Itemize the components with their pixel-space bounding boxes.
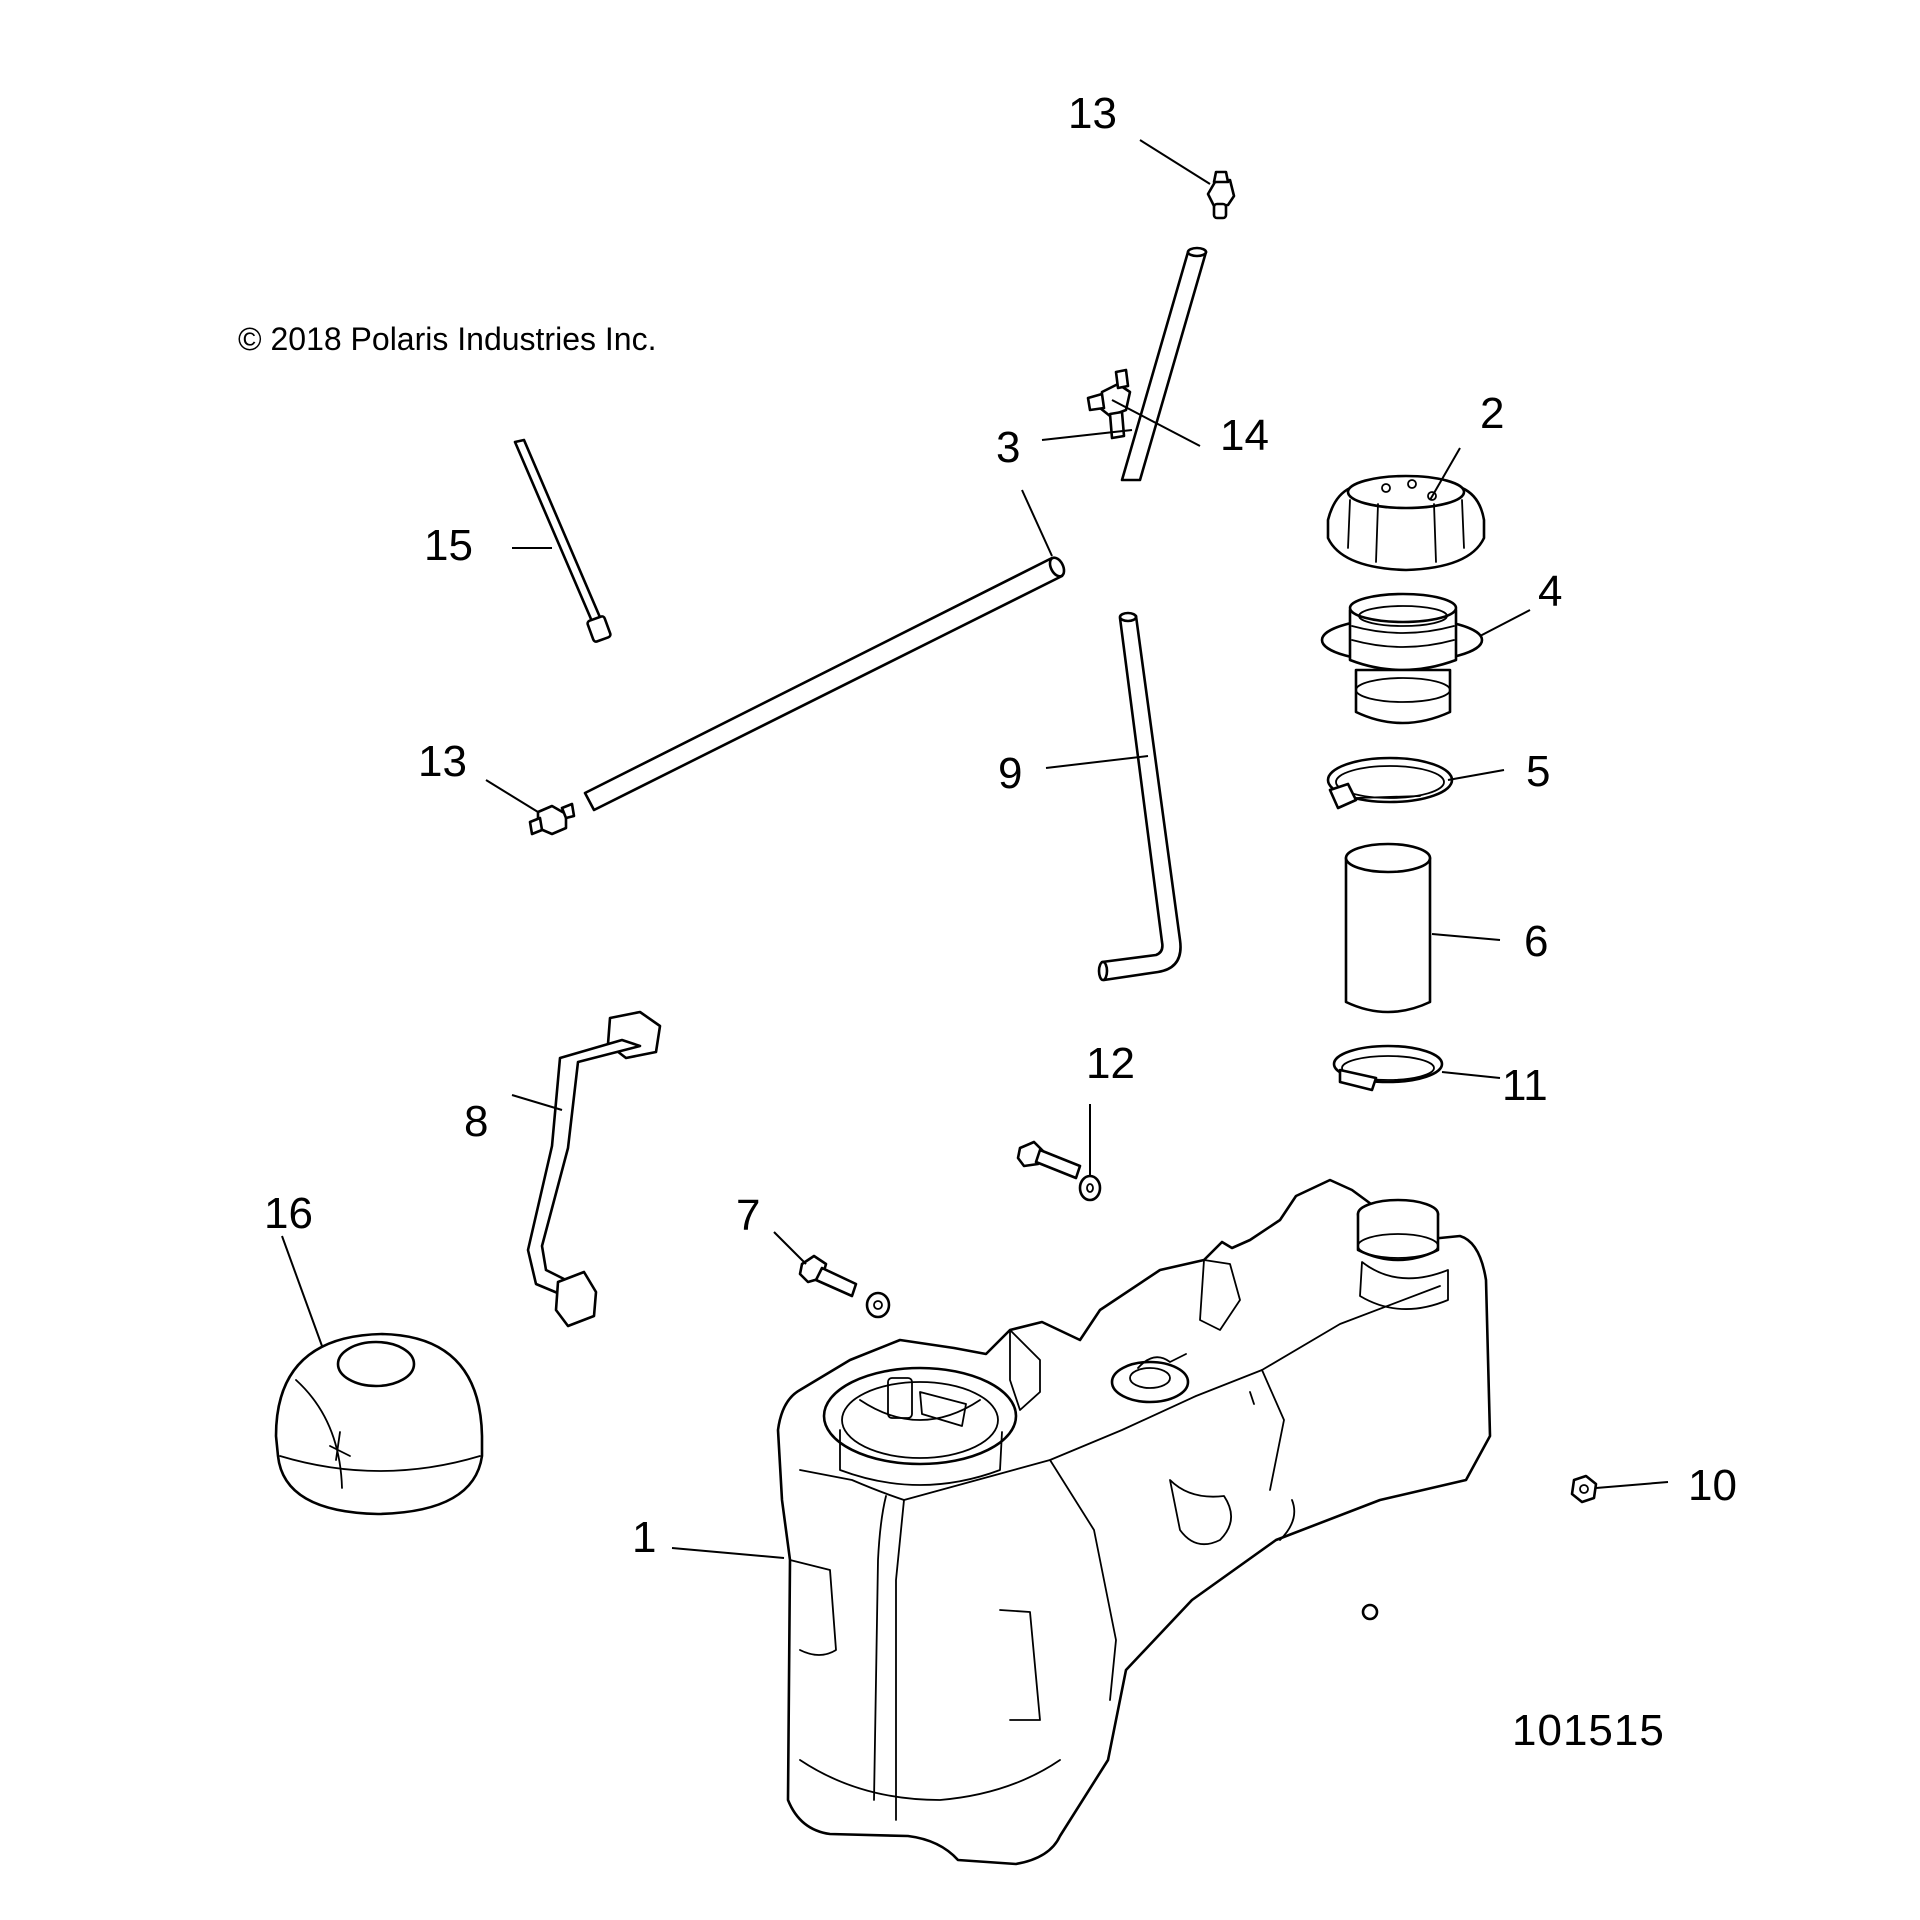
part-3-vent-hose-upper — [1120, 246, 1208, 482]
part-3-vent-hose-long — [583, 556, 1066, 812]
callout-9: 9 — [998, 749, 1022, 798]
part-4-filler-neck — [1320, 592, 1484, 725]
callout-14: 14 — [1220, 411, 1269, 460]
callout-10: 10 — [1688, 1461, 1737, 1510]
part-8-fuel-line — [526, 1010, 662, 1328]
callout-8: 8 — [464, 1097, 488, 1146]
callout-5: 5 — [1526, 747, 1550, 796]
part-2-fuel-cap — [1326, 474, 1486, 572]
part-9-vent-hose-elbow — [1097, 611, 1182, 982]
callout-2: 2 — [1480, 389, 1504, 438]
part-13-vent-fitting-left — [528, 802, 576, 836]
part-5-hose-clamp — [1326, 756, 1454, 810]
callout-13-top: 13 — [1068, 89, 1117, 138]
part-16-dome-cover — [274, 1332, 484, 1516]
callout-16: 16 — [264, 1189, 313, 1238]
part-1-fuel-tank — [776, 1178, 1492, 1866]
leader-lines — [281, 139, 1669, 1559]
callout-6: 6 — [1524, 917, 1548, 966]
part-6-filler-hose — [1344, 842, 1432, 1014]
callout-11: 11 — [1502, 1061, 1548, 1110]
callout-4: 4 — [1538, 567, 1562, 616]
callout-7: 7 — [736, 1191, 760, 1240]
callout-15: 15 — [424, 521, 473, 570]
callout-13-left: 13 — [418, 737, 467, 786]
part-11-band-clamp — [1332, 1044, 1444, 1092]
part-15-cable-tie — [513, 438, 612, 643]
part-14-tee-fitting — [1086, 368, 1132, 440]
callout-12: 12 — [1086, 1039, 1135, 1088]
drawing-number: 101515 — [1512, 1706, 1665, 1755]
callout-1: 1 — [632, 1513, 656, 1562]
copyright-notice: © 2018 Polaris Industries Inc. — [238, 321, 656, 357]
part-13-vent-fitting-top — [1206, 170, 1236, 220]
part-12-bolt-washer — [1016, 1140, 1102, 1202]
part-10-nut — [1570, 1474, 1598, 1504]
callout-numbers: 13 3 14 2 4 5 6 11 12 9 15 13 8 7 16 1 1… — [264, 89, 1737, 1562]
part-7-bolt-washer — [798, 1254, 891, 1319]
callout-3: 3 — [996, 423, 1020, 472]
